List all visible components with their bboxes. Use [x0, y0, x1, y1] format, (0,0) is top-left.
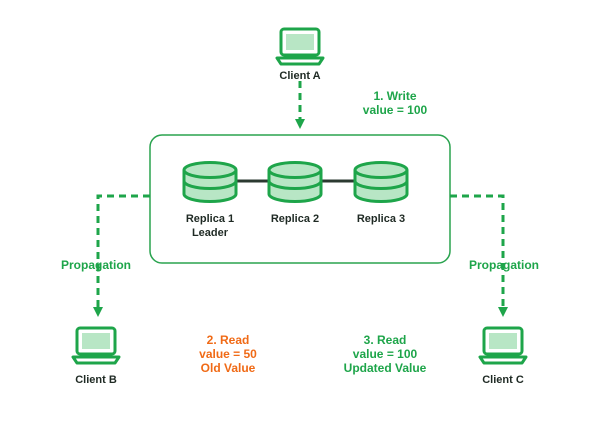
- laptop-icon: [71, 326, 121, 365]
- propagation-label-left: Propagation: [60, 258, 131, 272]
- database-icon: [182, 161, 238, 203]
- propagation-path-left: [93, 194, 150, 317]
- write-annotation: 1. Write value = 100: [350, 89, 440, 117]
- read-old-annotation: 2. Read value = 50 Old Value: [183, 333, 273, 375]
- client-a-label: Client A: [279, 70, 321, 82]
- read-new-value: value = 100: [352, 347, 418, 361]
- replica-1-name: Replica 1: [185, 213, 235, 225]
- client-c-label: Client C: [482, 374, 524, 386]
- client-b-label: Client B: [75, 374, 117, 386]
- propagation-label-right: Propagation: [468, 258, 539, 272]
- write-title: 1. Write: [373, 89, 417, 103]
- replica-1-label: Replica 1 Leader: [175, 212, 245, 240]
- replica-1-role: Leader: [191, 227, 229, 239]
- read-new-note: Updated Value: [343, 361, 427, 375]
- laptop-icon: [478, 326, 528, 365]
- write-value: value = 100: [362, 103, 428, 117]
- replica-3-label: Replica 3: [356, 213, 406, 225]
- read-old-title: 2. Read: [206, 333, 250, 347]
- database-icon: [353, 161, 409, 203]
- read-new-annotation: 3. Read value = 100 Updated Value: [330, 333, 440, 375]
- laptop-icon: [275, 27, 325, 66]
- propagation-path-right: [450, 194, 508, 317]
- replica-2-label: Replica 2: [270, 213, 320, 225]
- database-icon: [267, 161, 323, 203]
- read-new-title: 3. Read: [363, 333, 407, 347]
- read-old-value: value = 50: [199, 347, 257, 361]
- read-old-note: Old Value: [200, 361, 256, 375]
